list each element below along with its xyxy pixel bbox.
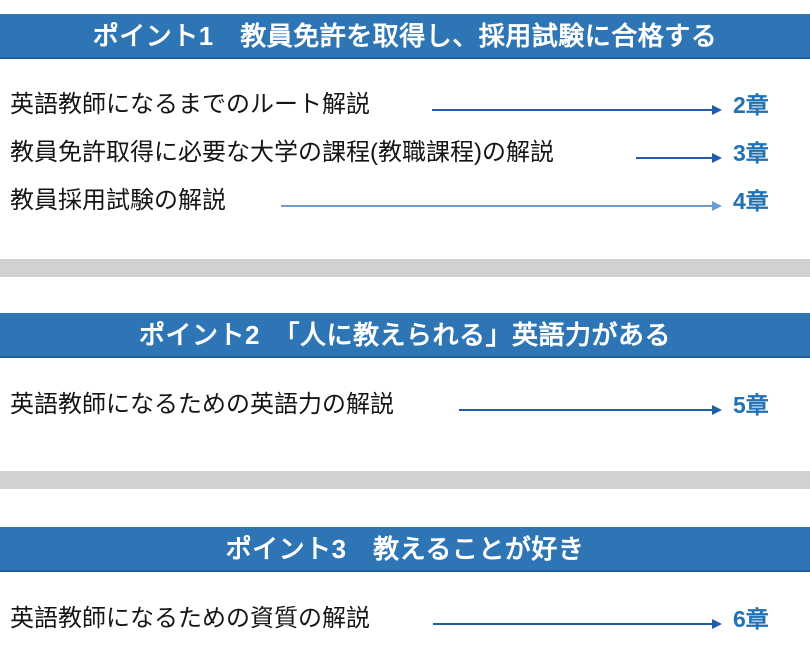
arrow-shaft bbox=[281, 205, 713, 207]
arrow-shaft bbox=[636, 157, 713, 159]
arrow-shaft bbox=[459, 409, 713, 411]
arrow-shaft bbox=[432, 109, 713, 111]
item-row-3: 教員採用試験の解説 4章 bbox=[0, 181, 810, 221]
arrow-icon-5 bbox=[433, 618, 722, 630]
divider-band-2 bbox=[0, 471, 810, 489]
item-row-4: 英語教師になるための英語力の解説 5章 bbox=[0, 385, 810, 425]
item-label-1: 英語教師になるまでのルート解説 bbox=[10, 91, 370, 118]
arrow-head bbox=[712, 201, 722, 211]
section-header-1-title: ポイント1 教員免許を取得し、採用試験に合格する bbox=[92, 20, 718, 51]
item-label-2: 教員免許取得に必要な大学の課程(教職課程)の解説 bbox=[10, 139, 554, 166]
arrow-icon-3 bbox=[281, 200, 722, 212]
chapter-ref-4[interactable]: 5章 bbox=[733, 392, 769, 418]
arrow-icon-1 bbox=[432, 104, 722, 116]
item-row-1: 英語教師になるまでのルート解説 2章 bbox=[0, 85, 810, 125]
arrow-head bbox=[712, 619, 722, 629]
chapter-ref-1[interactable]: 2章 bbox=[733, 92, 769, 118]
item-row-2: 教員免許取得に必要な大学の課程(教職課程)の解説 3章 bbox=[0, 133, 810, 173]
arrow-head bbox=[712, 153, 722, 163]
arrow-head bbox=[712, 405, 722, 415]
arrow-icon-4 bbox=[459, 404, 722, 416]
section-header-1: ポイント1 教員免許を取得し、採用試験に合格する bbox=[0, 14, 810, 59]
item-label-5: 英語教師になるための資質の解説 bbox=[10, 605, 370, 632]
divider-band-1 bbox=[0, 259, 810, 277]
item-row-5: 英語教師になるための資質の解説 6章 bbox=[0, 599, 810, 639]
section-header-2: ポイント2 「人に教えられる」英語力がある bbox=[0, 313, 810, 358]
arrow-shaft bbox=[433, 623, 713, 625]
chapter-ref-2[interactable]: 3章 bbox=[733, 140, 769, 166]
arrow-icon-2 bbox=[636, 152, 722, 164]
item-label-4: 英語教師になるための英語力の解説 bbox=[10, 391, 394, 418]
section-header-2-title: ポイント2 「人に教えられる」英語力がある bbox=[139, 319, 671, 350]
chapter-ref-5[interactable]: 6章 bbox=[733, 606, 769, 632]
section-header-3: ポイント3 教えることが好き bbox=[0, 527, 810, 572]
section-header-3-title: ポイント3 教えることが好き bbox=[225, 533, 585, 564]
arrow-head bbox=[712, 105, 722, 115]
item-label-3: 教員採用試験の解説 bbox=[10, 187, 226, 214]
chapter-ref-3[interactable]: 4章 bbox=[733, 188, 769, 214]
